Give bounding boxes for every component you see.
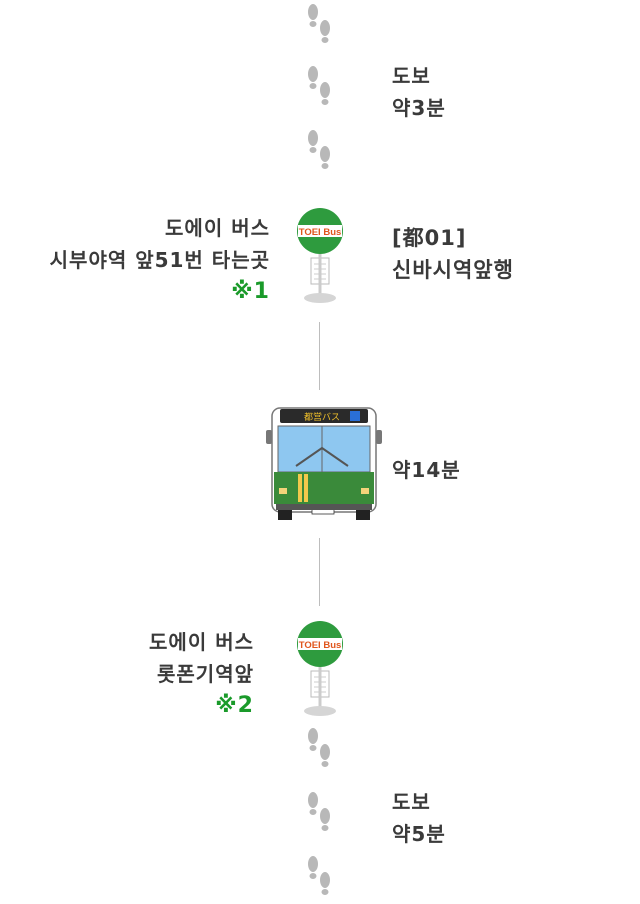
walk-top-line1: 도보 [392, 64, 431, 88]
boarding-stop-line1: 도에이 버스 [165, 216, 270, 240]
walk-bottom-line1: 도보 [392, 790, 431, 814]
boarding-stop-name: 도에이 버스 시부야역 앞51번 타는곳 ※1 [50, 212, 270, 308]
sign-text: TOEI Bus [299, 640, 342, 651]
alighting-stop-line1: 도에이 버스 [149, 630, 254, 654]
alighting-stop-line2: 롯폰기역앞 [157, 662, 254, 686]
boarding-stop-line2: 시부야역 앞51번 타는곳 [49, 248, 270, 272]
route-destination: 신바시역앞행 [392, 258, 514, 282]
bus-stop-sign-icon: TOEI Bus [297, 621, 343, 716]
bus-destination-sign: 都営バス [304, 411, 340, 423]
footprints-icon [308, 4, 330, 43]
route-info: [都01] 신바시역앞행 [392, 222, 514, 286]
walk-bottom-line2: 약5분 [392, 822, 446, 846]
bus-icon: 都営バス [266, 407, 382, 520]
footprints-icon [308, 66, 330, 105]
footprints-icon [308, 728, 330, 767]
walk-top-line2: 약3분 [392, 96, 446, 120]
walk-bottom-label: 도보 약5분 [392, 786, 446, 850]
ride-duration: 약14분 [392, 458, 461, 482]
route-line-upper [319, 322, 320, 390]
route-number: [都01] [392, 226, 467, 250]
walk-top-label: 도보 약3분 [392, 60, 446, 124]
alighting-note: ※2 [215, 693, 254, 718]
footprints-icon [308, 856, 330, 895]
sign-text: TOEI Bus [299, 227, 342, 238]
boarding-note: ※1 [231, 279, 270, 304]
alighting-stop-name: 도에이 버스 롯폰기역앞 ※2 [149, 626, 254, 722]
footprints-icon [308, 130, 330, 169]
route-line-lower [319, 538, 320, 606]
footprints-icon [308, 792, 330, 831]
bus-stop-sign-icon: TOEI Bus [297, 208, 343, 303]
